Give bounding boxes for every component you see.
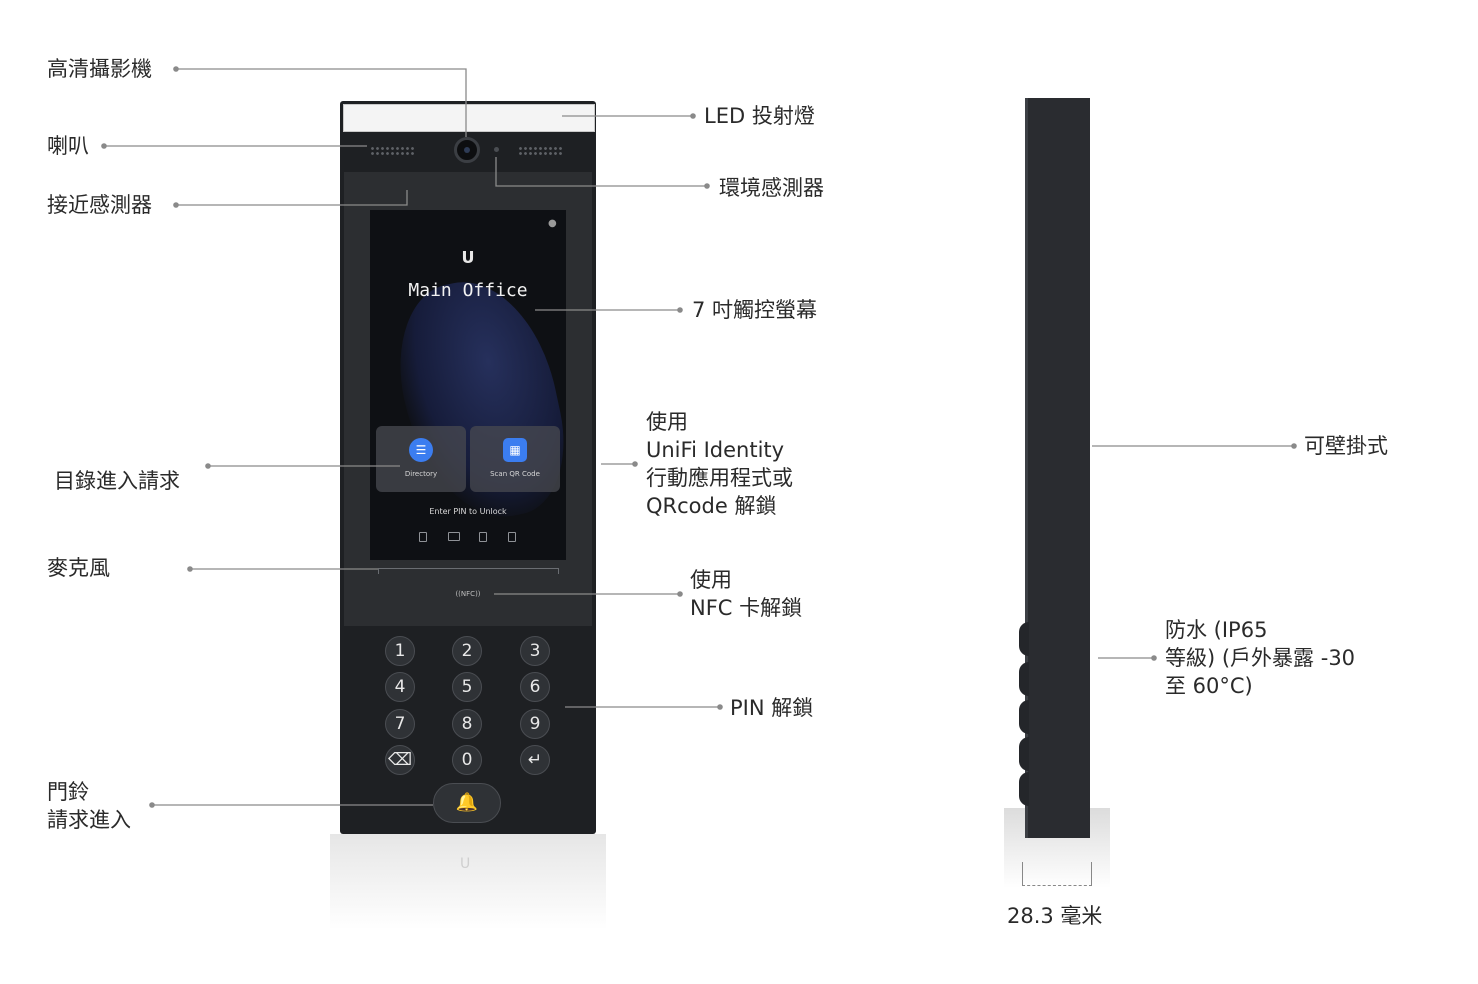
card-mode-icon[interactable]	[448, 532, 460, 541]
keypad-key-7[interactable]: 7	[385, 709, 415, 739]
leader-dot	[205, 463, 211, 469]
qr-code-icon: ▦	[503, 438, 527, 462]
leader-dot	[632, 461, 638, 467]
leader-dot	[690, 113, 696, 119]
doorbell-button[interactable]: 🔔	[433, 783, 501, 823]
depth-dimension-bracket	[1022, 862, 1092, 886]
leader-dot	[101, 143, 107, 149]
side-key-bump	[1019, 662, 1029, 696]
scan-qr-tile-label: Scan QR Code	[490, 470, 540, 478]
label-wall-mount: 可壁掛式	[1304, 434, 1388, 458]
contacts-icon: ☰	[409, 438, 433, 462]
label-waterproof: 防水 (IP65 等級) (戶外暴露 -30 至 60°C)	[1165, 618, 1356, 698]
label-proximity-sensor: 接近感測器	[47, 193, 152, 217]
user-icon: ●	[548, 218, 557, 229]
keypad-key-9[interactable]: 9	[520, 709, 550, 739]
keypad-key-6[interactable]: 6	[520, 672, 550, 702]
label-doorbell: 門鈴 請求進入	[47, 780, 131, 832]
led-floodlight-bar	[343, 104, 595, 132]
leader-dot	[173, 66, 179, 72]
label-directory: 目錄進入請求	[54, 469, 180, 493]
leader-ambient	[495, 157, 707, 187]
leader-dot	[173, 202, 179, 208]
speaker-grille-right	[518, 146, 564, 156]
speaker-grille-left	[370, 146, 416, 156]
label-microphone: 麥克風	[47, 556, 110, 580]
device-reflection	[330, 834, 606, 930]
label-pin-unlock: PIN 解鎖	[730, 696, 814, 720]
microphone-slot	[378, 568, 559, 574]
keypad-key-1[interactable]: 1	[385, 636, 415, 666]
label-app-unlock: 使用 UniFi Identity 行動應用程式或 QRcode 解鎖	[646, 410, 793, 518]
keypad-key-3[interactable]: 3	[520, 636, 550, 666]
nfc-reader-icon: ((NFC))	[455, 590, 481, 598]
keypad-key-4[interactable]: 4	[385, 672, 415, 702]
label-led: LED 投射燈	[704, 104, 815, 128]
leader-dot	[677, 591, 683, 597]
leader-dot	[149, 802, 155, 808]
leader-dot	[187, 566, 193, 572]
leader-dot	[704, 183, 710, 189]
label-touchscreen: 7 吋觸控螢幕	[692, 298, 818, 322]
ambient-sensor-dot	[494, 147, 499, 152]
reflection-logo-icon: ᑌ	[460, 856, 471, 872]
screen-title: Main Office	[408, 280, 528, 301]
keypad-key-0[interactable]: 0	[452, 745, 482, 775]
device-side-edge	[1025, 98, 1028, 838]
label-camera: 高清攝影機	[47, 57, 152, 81]
keypad-key-enter[interactable]: ↵	[520, 745, 550, 775]
bell-icon: 🔔	[455, 792, 479, 813]
device-side-body	[1025, 98, 1090, 838]
keypad-key-8[interactable]: 8	[452, 709, 482, 739]
leader-dot	[1291, 443, 1297, 449]
side-key-bump	[1019, 772, 1029, 806]
keypad-key-backspace[interactable]: ⌫	[385, 745, 415, 775]
nfc-mode-icon[interactable]	[508, 532, 516, 542]
leader-dot	[1151, 655, 1157, 661]
leader-dot	[717, 704, 723, 710]
label-nfc-unlock: 使用 NFC 卡解鎖	[690, 568, 803, 620]
keypad-mode-icon[interactable]	[419, 532, 427, 542]
directory-tile-label: Directory	[404, 470, 438, 478]
camera-lens-icon	[454, 137, 480, 163]
leader-camera	[176, 68, 467, 137]
keypad-key-2[interactable]: 2	[452, 636, 482, 666]
side-key-bump	[1019, 700, 1029, 734]
leader-dot	[677, 307, 683, 313]
unifi-logo-icon: ᑌ	[461, 248, 475, 267]
keypad-key-5[interactable]: 5	[452, 672, 482, 702]
directory-tile-button[interactable]: ☰ Directory	[376, 426, 466, 492]
phone-mode-icon[interactable]	[479, 532, 487, 542]
touchscreen[interactable]: ● ᑌ Main Office ☰ Directory ▦ Scan QR Co…	[370, 210, 566, 560]
label-depth: 28.3 毫米	[1007, 904, 1103, 928]
pin-hint-text: Enter PIN to Unlock	[429, 507, 507, 516]
scan-qr-tile-button[interactable]: ▦ Scan QR Code	[470, 426, 560, 492]
leader-proximity	[176, 190, 408, 206]
label-speaker: 喇叭	[47, 134, 89, 158]
label-ambient-sensor: 環境感測器	[719, 176, 824, 200]
side-key-bump	[1019, 737, 1029, 771]
side-key-bump	[1019, 622, 1029, 656]
